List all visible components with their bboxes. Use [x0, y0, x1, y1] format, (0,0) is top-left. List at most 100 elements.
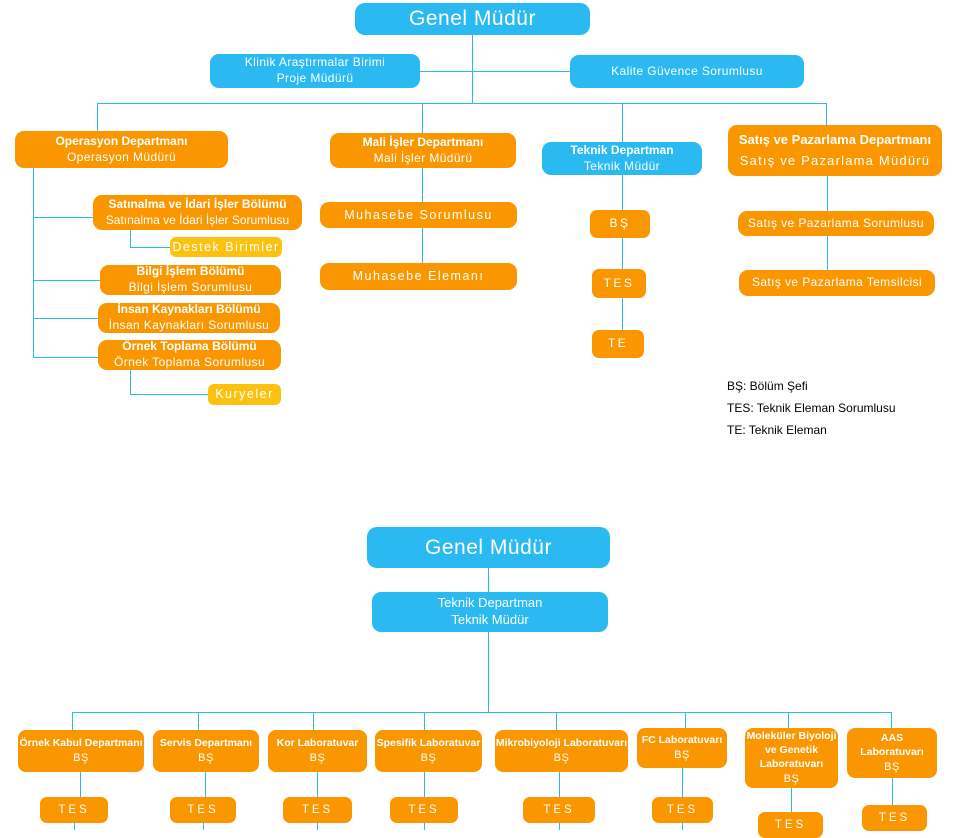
connector — [317, 772, 318, 797]
connector — [682, 823, 683, 830]
node-insan-kaynaklari: İnsan Kaynakları Bölümü İnsan Kaynakları… — [98, 302, 280, 333]
connector — [424, 772, 425, 797]
node-subtitle: Satınalma ve İdari İşler Sorumlusu — [105, 212, 290, 227]
node-title: TES — [301, 803, 334, 816]
node-title: Örnek Toplama Bölümü — [122, 339, 257, 354]
node-subtitle: Bilgi İşlem Sorumlusu — [128, 280, 253, 294]
connector — [74, 823, 75, 830]
node-dept-kor-laboratuvar: Kor Laboratuvar BŞ — [268, 730, 367, 772]
node-title: Mali İşler Departmanı — [362, 134, 484, 149]
node-dept-fc-laboratuvari: FC Laboratuvarı BŞ — [637, 728, 727, 768]
node-subtitle: BŞ — [553, 751, 570, 764]
node-title: Teknik Departman — [570, 142, 674, 157]
node-dept-servis: Servis Departmanı BŞ — [153, 730, 259, 772]
connector — [622, 175, 623, 210]
node-dept-ornek-kabul: Örnek Kabul Departmanı BŞ — [18, 730, 144, 772]
node-title: Örnek Kabul Departmanı — [19, 736, 143, 749]
node-subtitle: Proje Müdürü — [276, 71, 354, 85]
connector — [33, 168, 34, 358]
node-dept-molekuler-biyoloji-tes: TES — [758, 812, 823, 838]
node-bs: BŞ — [590, 210, 650, 238]
connector — [97, 103, 826, 104]
node-title-line2: Laboratuvarı — [860, 745, 924, 758]
node-subtitle: İnsan Kaynakları Sorumlusu — [108, 318, 270, 332]
node-te: TE — [592, 330, 644, 358]
connector — [892, 778, 893, 805]
node-title: Satış ve Pazarlama Sorumlusu — [748, 215, 924, 230]
legend-entry: TE: Teknik Eleman — [727, 423, 827, 437]
node-title: Operasyon Departmanı — [55, 133, 188, 148]
connector — [420, 71, 570, 72]
connector — [33, 280, 100, 281]
connector — [488, 568, 489, 592]
node-dept-aas-laboratuvari: AAS Laboratuvarı BŞ — [847, 728, 937, 778]
connector — [622, 298, 623, 330]
connector — [424, 712, 425, 730]
node-title: Satış ve Pazarlama Temsilcisi — [751, 275, 923, 290]
connector — [317, 823, 318, 830]
node-title: Kor Laboratuvar — [276, 736, 359, 749]
node-teknik-departman-1: Teknik Departman Teknik Müdür — [542, 142, 702, 175]
connector — [788, 712, 789, 728]
node-title: Spesifik Laboratuvar — [376, 736, 481, 749]
node-title: TES — [878, 811, 911, 824]
node-dept-molekuler-biyoloji: Moleküler Biyoloji ve Genetik Laboratuva… — [745, 728, 838, 788]
connector — [313, 712, 314, 730]
connector — [33, 318, 98, 319]
node-title: Mikrobiyoloji Laboratuvarı — [495, 736, 628, 749]
node-title: Klinik Araştırmalar Birimi — [244, 55, 386, 70]
node-subtitle: Satış ve Pazarlama Müdürü — [739, 152, 931, 168]
connector — [33, 217, 93, 218]
node-kalite-guvence: Kalite Güvence Sorumlusu — [570, 55, 804, 88]
connector — [622, 103, 623, 142]
connector — [826, 103, 827, 125]
node-title: Servis Departmanı — [159, 736, 253, 749]
node-dept-kor-laboratuvar-tes: TES — [283, 797, 352, 823]
node-title: Moleküler Biyoloji — [746, 729, 837, 742]
node-subtitle: BŞ — [73, 751, 89, 764]
connector — [80, 772, 81, 797]
node-genel-mudur-1: Genel Müdür — [355, 3, 590, 35]
node-dept-spesifik-laboratuvar-tes: TES — [390, 797, 458, 823]
node-title: Satınalma ve İdari İşler Bölümü — [108, 196, 287, 211]
connector — [33, 357, 98, 358]
node-subtitle: Mali İşler Müdürü — [373, 150, 473, 165]
node-destek-birimler: Destek Birimler — [170, 237, 282, 257]
node-ornek-toplama: Örnek Toplama Bölümü Örnek Toplama Sorum… — [98, 339, 281, 370]
connector — [72, 712, 891, 713]
node-title: TES — [774, 818, 807, 831]
connector — [827, 176, 828, 211]
connector — [472, 35, 473, 103]
node-subtitle: Teknik Müdür — [451, 612, 529, 627]
node-klinik-arastirmalar: Klinik Araştırmalar Birimi Proje Müdürü — [210, 54, 420, 88]
node-title: TES — [58, 803, 90, 816]
connector — [791, 788, 792, 812]
connector — [556, 712, 557, 730]
connector — [685, 712, 686, 728]
node-title: TES — [408, 803, 440, 816]
connector — [488, 632, 489, 712]
node-title: TES — [666, 803, 699, 816]
node-kuryeler: Kuryeler — [208, 384, 281, 405]
node-title: TES — [187, 803, 219, 816]
node-title: Teknik Departman — [437, 595, 543, 611]
node-dept-fc-laboratuvari-tes: TES — [652, 797, 713, 823]
connector — [205, 772, 206, 797]
node-subtitle: Örnek Toplama Sorumlusu — [113, 355, 266, 369]
connector — [130, 247, 170, 248]
node-dept-ornek-kabul-tes: TES — [40, 797, 108, 823]
node-dept-servis-tes: TES — [170, 797, 236, 823]
node-title: BŞ — [609, 216, 631, 231]
node-dept-mikrobiyoloji-tes: TES — [523, 797, 595, 823]
node-title-line3: Laboratuvarı — [759, 757, 824, 770]
node-title: Satış ve Pazarlama Departmanı — [738, 131, 932, 147]
node-muhasebe-elemani: Muhasebe Elemanı — [320, 263, 517, 290]
node-satis-sorumlusu: Satış ve Pazarlama Sorumlusu — [738, 211, 934, 236]
node-title: Destek Birimler — [172, 239, 280, 254]
node-dept-aas-laboratuvari-tes: TES — [862, 805, 927, 831]
connector — [891, 712, 892, 728]
node-subtitle: BŞ — [198, 751, 214, 764]
node-title: TES — [603, 275, 635, 290]
connector — [622, 238, 623, 269]
connector — [97, 103, 98, 131]
